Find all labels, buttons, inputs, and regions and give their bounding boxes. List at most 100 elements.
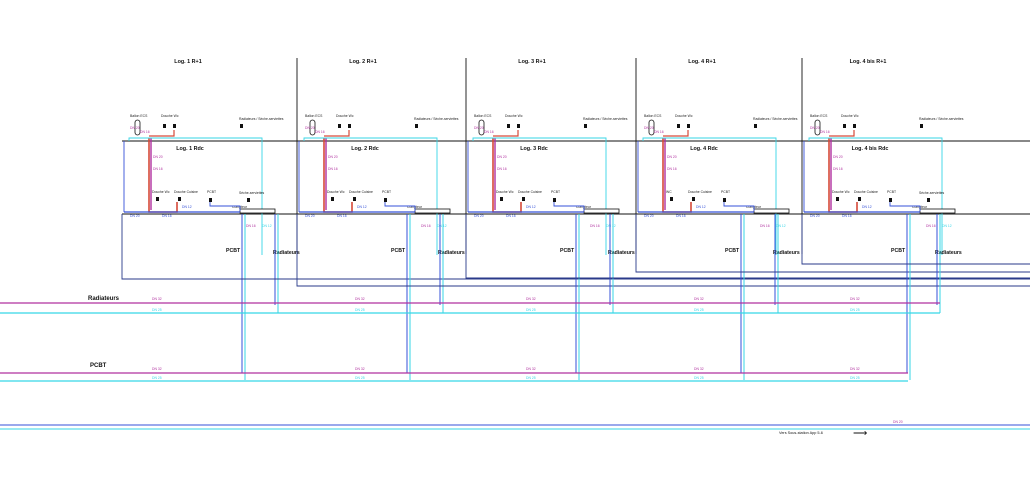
pcbt-manifold-icon: [384, 198, 387, 202]
mains-radiateurs-label: Radiateurs: [88, 296, 120, 302]
compteur-icon: [583, 208, 620, 214]
cyan-loop: [128, 137, 263, 255]
tap-icon: [500, 197, 503, 201]
pcbt-feed: [384, 202, 416, 211]
dn-main-label: DN 32: [694, 297, 704, 301]
dn-label: DN 16: [328, 167, 338, 171]
floor-label: Log. 1 R+1: [174, 59, 201, 65]
tap-icon: [687, 124, 690, 128]
dn-main-label: DN 32: [355, 297, 365, 301]
pcbt-manifold-icon: [553, 198, 556, 202]
radiateurs-top-label: Radiateurs / Sèche-serviettes: [583, 117, 628, 121]
ecs-top-branch: [663, 130, 689, 137]
tap-icon: [843, 124, 846, 128]
seche-icon: [927, 198, 930, 202]
pcbt-label: PCBT: [391, 248, 406, 254]
sous-station-label: Vers Sous-station App 5-6: [779, 431, 823, 435]
tap-icon: [692, 197, 695, 201]
pcbt-manifold-icon: [209, 198, 212, 202]
dn-label: DN 16: [162, 214, 172, 218]
ecs-red-riser: [662, 138, 692, 213]
douche-label: Douche Wc: [336, 114, 354, 118]
radiator-icon: [240, 124, 243, 128]
cuisine-label: Douche Cuisine: [174, 190, 198, 194]
douche-label: Douche Wc: [675, 114, 693, 118]
dn-label: DN 16: [820, 130, 830, 134]
radiateurs-top-label: Radiateurs / Sèche-serviettes: [414, 117, 459, 121]
dn-label: DN 20: [153, 155, 163, 159]
rdc-label: Log. 2 Rdc: [351, 146, 379, 152]
dn-label: DN 20: [305, 126, 315, 130]
dn-label: DN 16: [760, 224, 770, 228]
dn-secondary-label: DN 25: [850, 376, 860, 380]
dn-secondary-label: DN 25: [694, 308, 704, 312]
dn-label: DN 12: [942, 224, 952, 228]
dn-label: DN 16: [315, 130, 325, 134]
tap-icon: [670, 197, 673, 201]
mains-pcbt-label: PCBT: [90, 363, 107, 369]
radiateurs-top-label: Radiateurs / Sèche-serviettes: [239, 117, 284, 121]
pcbt-small-label: PCBT: [887, 190, 896, 194]
floor-label: Log. 4 bis R+1: [850, 59, 887, 65]
dn-label: DN 20: [305, 214, 315, 218]
blue-return-line: [801, 214, 1030, 265]
blue-return-line: [635, 214, 1030, 273]
radiator-icon: [754, 124, 757, 128]
cyan-loop: [303, 137, 438, 255]
dn-label: DN 20: [130, 126, 140, 130]
tap-icon: [163, 124, 166, 128]
dn-secondary-label: DN 25: [152, 376, 162, 380]
dn-secondary-label: DN 25: [355, 308, 365, 312]
floor-lines: [122, 140, 1030, 215]
dn-secondary-label: DN 25: [694, 376, 704, 380]
rdc-label: Log. 1 Rdc: [176, 146, 204, 152]
douche-rdc-label: Douche Wc: [496, 190, 514, 194]
dn-label: DN 20: [644, 126, 654, 130]
tap-icon: [858, 197, 861, 201]
arrow-icon: ⟶: [853, 428, 867, 439]
radiateurs-label: Radiateurs: [773, 250, 800, 256]
dn-secondary-label: DN 25: [355, 376, 365, 380]
radiator-icon: [920, 124, 923, 128]
pcbt-small-label: PCBT: [551, 190, 560, 194]
dn-label: DN 20: [810, 214, 820, 218]
douche-label: Douche Wc: [161, 114, 179, 118]
dn-main-label: DN 32: [850, 297, 860, 301]
dn-secondary-label: DN 25: [526, 376, 536, 380]
tap-icon: [517, 124, 520, 128]
pcbt-label: PCBT: [891, 248, 906, 254]
pcbt-small-label: PCBT: [382, 190, 391, 194]
dn-label: DN 20: [130, 214, 140, 218]
dn-label: DN 16: [337, 214, 347, 218]
dn-label: DN 16: [590, 224, 600, 228]
dn-label: DN 16: [140, 130, 150, 134]
dn-label: DN 16: [676, 214, 686, 218]
dn-label: DN 16: [926, 224, 936, 228]
pcbt-small-label: PCBT: [207, 190, 216, 194]
dn-main-label: DN 32: [526, 297, 536, 301]
dn-label: DN 16: [484, 130, 494, 134]
tap-icon: [353, 197, 356, 201]
ballon-label: Ballon ECS: [810, 114, 828, 118]
dn-main-label: DN 32: [526, 367, 536, 371]
ballon-ecs-icon: [478, 119, 485, 136]
dn-label: DN 20: [497, 155, 507, 159]
dn-right-label: DN 20: [893, 420, 903, 424]
dn-label: DN 20: [474, 126, 484, 130]
dn-label: DN 16: [153, 167, 163, 171]
tap-icon: [178, 197, 181, 201]
pcbt-small-label: PCBT: [721, 190, 730, 194]
floor-label: Log. 4 R+1: [688, 59, 715, 65]
radiateurs-label: Radiateurs: [608, 250, 635, 256]
dn-secondary-label: DN 25: [850, 308, 860, 312]
rdc-label: Log. 3 Rdc: [520, 146, 548, 152]
tap-icon: [331, 197, 334, 201]
dn-main-label: DN 32: [355, 367, 365, 371]
dn-label: DN 16: [654, 130, 664, 134]
dn-label: DN 12: [437, 224, 447, 228]
dn-label: DN 12: [862, 205, 872, 209]
